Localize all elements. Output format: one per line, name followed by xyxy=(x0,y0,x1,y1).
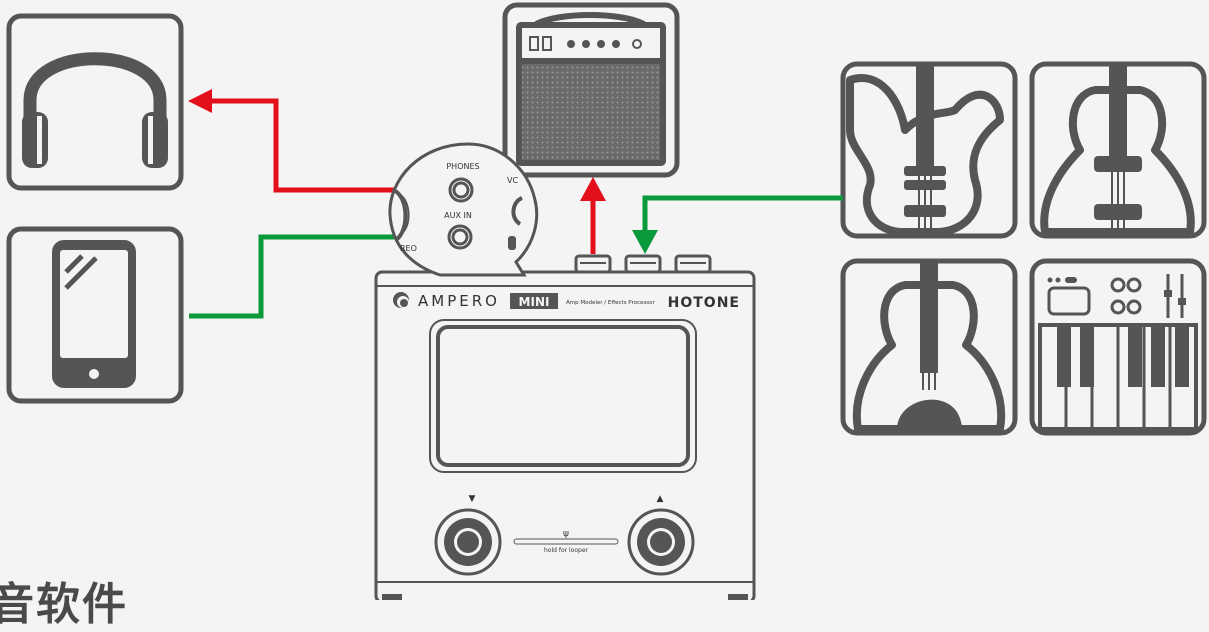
electric-guitar-device xyxy=(840,61,1018,239)
ampero-logo-icon xyxy=(393,292,409,308)
screen-bezel xyxy=(429,319,697,473)
looper-hint: hold for looper xyxy=(544,547,589,554)
footswitch-right[interactable] xyxy=(627,508,695,576)
looper-bar xyxy=(513,538,619,545)
classical-guitar-icon xyxy=(852,263,1006,433)
acoustic-guitar-icon xyxy=(1040,66,1195,236)
classical-guitar-device xyxy=(840,258,1018,436)
tuner-fork-icon: ψ xyxy=(563,529,569,539)
headphones-icon xyxy=(22,52,168,168)
phones-jack-icon xyxy=(448,177,474,203)
acoustic-guitar-device xyxy=(1029,61,1207,239)
arrow-up-icon: ▲ xyxy=(657,494,664,504)
product-subtitle: Amp Modeler / Effects Processor xyxy=(566,300,656,306)
top-jacks xyxy=(574,254,712,274)
arrow-up-red-icon xyxy=(580,177,606,201)
phone-device xyxy=(6,226,184,404)
ampero-mini-pedal: AMPERO MINI Amp Modeler / Effects Proces… xyxy=(374,254,756,600)
bottom-caption: 音软件 xyxy=(0,579,128,630)
aux-input-line xyxy=(189,234,432,319)
brand-mini-badge xyxy=(510,293,558,309)
phones-label: PHONES xyxy=(446,162,479,171)
instrument-input-line xyxy=(642,195,843,232)
arrow-down-icon: ▼ xyxy=(469,494,476,504)
smartphone-icon xyxy=(52,240,136,388)
electric-guitar-icon xyxy=(846,66,1004,236)
aux-in-label: AUX IN xyxy=(444,211,472,220)
phones-output-line xyxy=(210,98,461,193)
connection-diagram: AMPERO MINI Amp Modeler / Effects Proces… xyxy=(6,2,1207,600)
brand-mini: MINI xyxy=(519,295,550,309)
amplifier-icon xyxy=(516,12,666,166)
arrow-down-green-icon xyxy=(632,230,658,254)
vol-label-partial: VC xyxy=(507,176,518,185)
aux-in-jack-icon xyxy=(447,224,473,250)
headphones-frame xyxy=(6,13,184,191)
keyboard-device xyxy=(1029,258,1207,436)
arrow-left-red-icon xyxy=(188,89,212,113)
synth-keyboard-icon xyxy=(1038,274,1198,431)
jack-zoom-callout: PHONES VC AUX IN REO xyxy=(388,142,539,277)
headphones-device xyxy=(6,13,184,191)
brand-hotone: HOTONE xyxy=(668,295,740,311)
amplifier-device xyxy=(502,2,680,178)
stereo-label-partial: REO xyxy=(400,244,417,253)
touch-screen[interactable] xyxy=(436,325,690,467)
brand-ampero: AMPERO xyxy=(418,292,500,310)
footswitch-left[interactable] xyxy=(434,508,502,576)
